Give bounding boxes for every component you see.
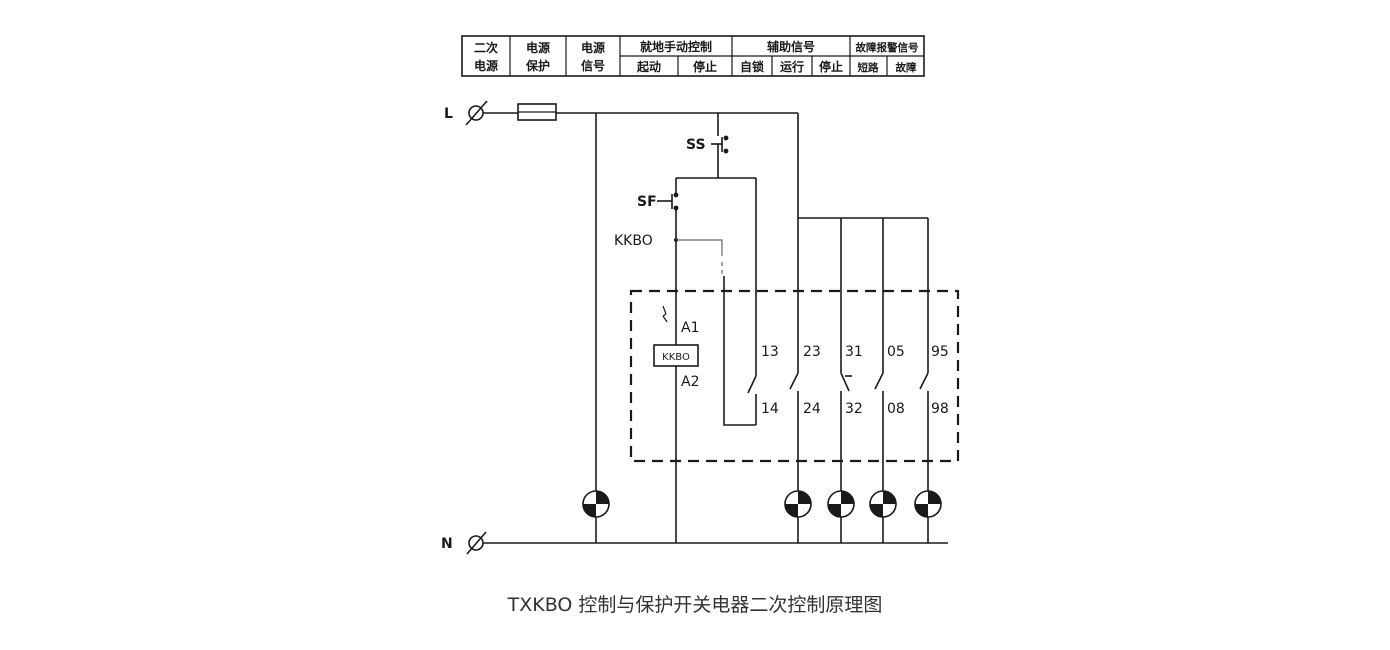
table-cell: 故障 <box>896 61 917 74</box>
diagram-caption: TXKBO 控制与保护开关电器二次控制原理图 <box>507 594 883 616</box>
coil-a1-label: A1 <box>681 320 699 336</box>
line-terminal-l: L <box>444 100 488 126</box>
table-cell: 电源 <box>474 58 498 73</box>
table-cell: 运行 <box>780 59 804 74</box>
contact-top-label: 05 <box>887 344 905 360</box>
contact-23-24: 23 24 <box>789 218 821 491</box>
neutral-terminal-n: N <box>441 531 487 555</box>
contact-05-08: 05 08 <box>874 218 905 491</box>
line-label: L <box>444 106 453 122</box>
table-cell: 电源 <box>581 40 605 55</box>
contact-top-label: 13 <box>761 344 779 360</box>
table-cell: 停止 <box>819 59 843 74</box>
table-cell: 辅助信号 <box>767 39 815 54</box>
table-cell: 就地手动控制 <box>640 39 712 54</box>
contact-bottom-label: 14 <box>761 401 779 417</box>
contact-bottom-label: 32 <box>845 401 863 417</box>
table-cell: 短路 <box>858 61 879 74</box>
contact-top-label: 31 <box>845 344 863 360</box>
contact-top-label: 23 <box>803 344 821 360</box>
indicator-lamp-short-circuit-icon <box>869 490 897 518</box>
stop-button-label: SS <box>686 137 706 153</box>
contact-bottom-label: 24 <box>803 401 821 417</box>
contact-bottom-label: 98 <box>931 401 949 417</box>
table-cell: 故障报警信号 <box>856 41 919 54</box>
table-cell: 自锁 <box>740 59 764 74</box>
contact-bottom-label: 08 <box>887 401 905 417</box>
function-table: 二次 电源 电源 保护 电源 信号 就地手动控制 辅助信号 故障报警信号 起动 … <box>461 35 925 77</box>
indicator-lamp-fault-icon <box>914 490 942 518</box>
indicator-lamp-run-icon <box>784 490 812 518</box>
start-button-sf: SF <box>637 192 679 211</box>
table-cell: 信号 <box>581 58 605 73</box>
contact-95-98: 95 98 <box>919 218 949 491</box>
stop-button-ss: SS <box>686 130 729 160</box>
coil-a2-label: A2 <box>681 374 699 390</box>
start-button-label: SF <box>637 194 657 210</box>
indicator-lamp-power-icon <box>582 490 610 518</box>
device-boundary <box>629 289 960 463</box>
neutral-label: N <box>441 536 453 552</box>
contact-31-32: 31 32 <box>840 218 863 491</box>
table-cell: 电源 <box>526 40 550 55</box>
kkbo-contact-label: KKBO <box>614 233 653 249</box>
indicator-lamp-stop-icon <box>827 490 855 518</box>
coil-box-label: KKBO <box>662 352 690 363</box>
kkbo-coil: A1 KKBO A2 <box>653 305 699 390</box>
contact-13-14: 13 14 <box>723 178 779 426</box>
table-cell: 保护 <box>525 58 550 73</box>
table-cell: 停止 <box>693 59 717 74</box>
table-cell: 起动 <box>636 59 661 74</box>
contact-top-label: 95 <box>931 344 949 360</box>
table-cell: 二次 <box>474 40 498 55</box>
